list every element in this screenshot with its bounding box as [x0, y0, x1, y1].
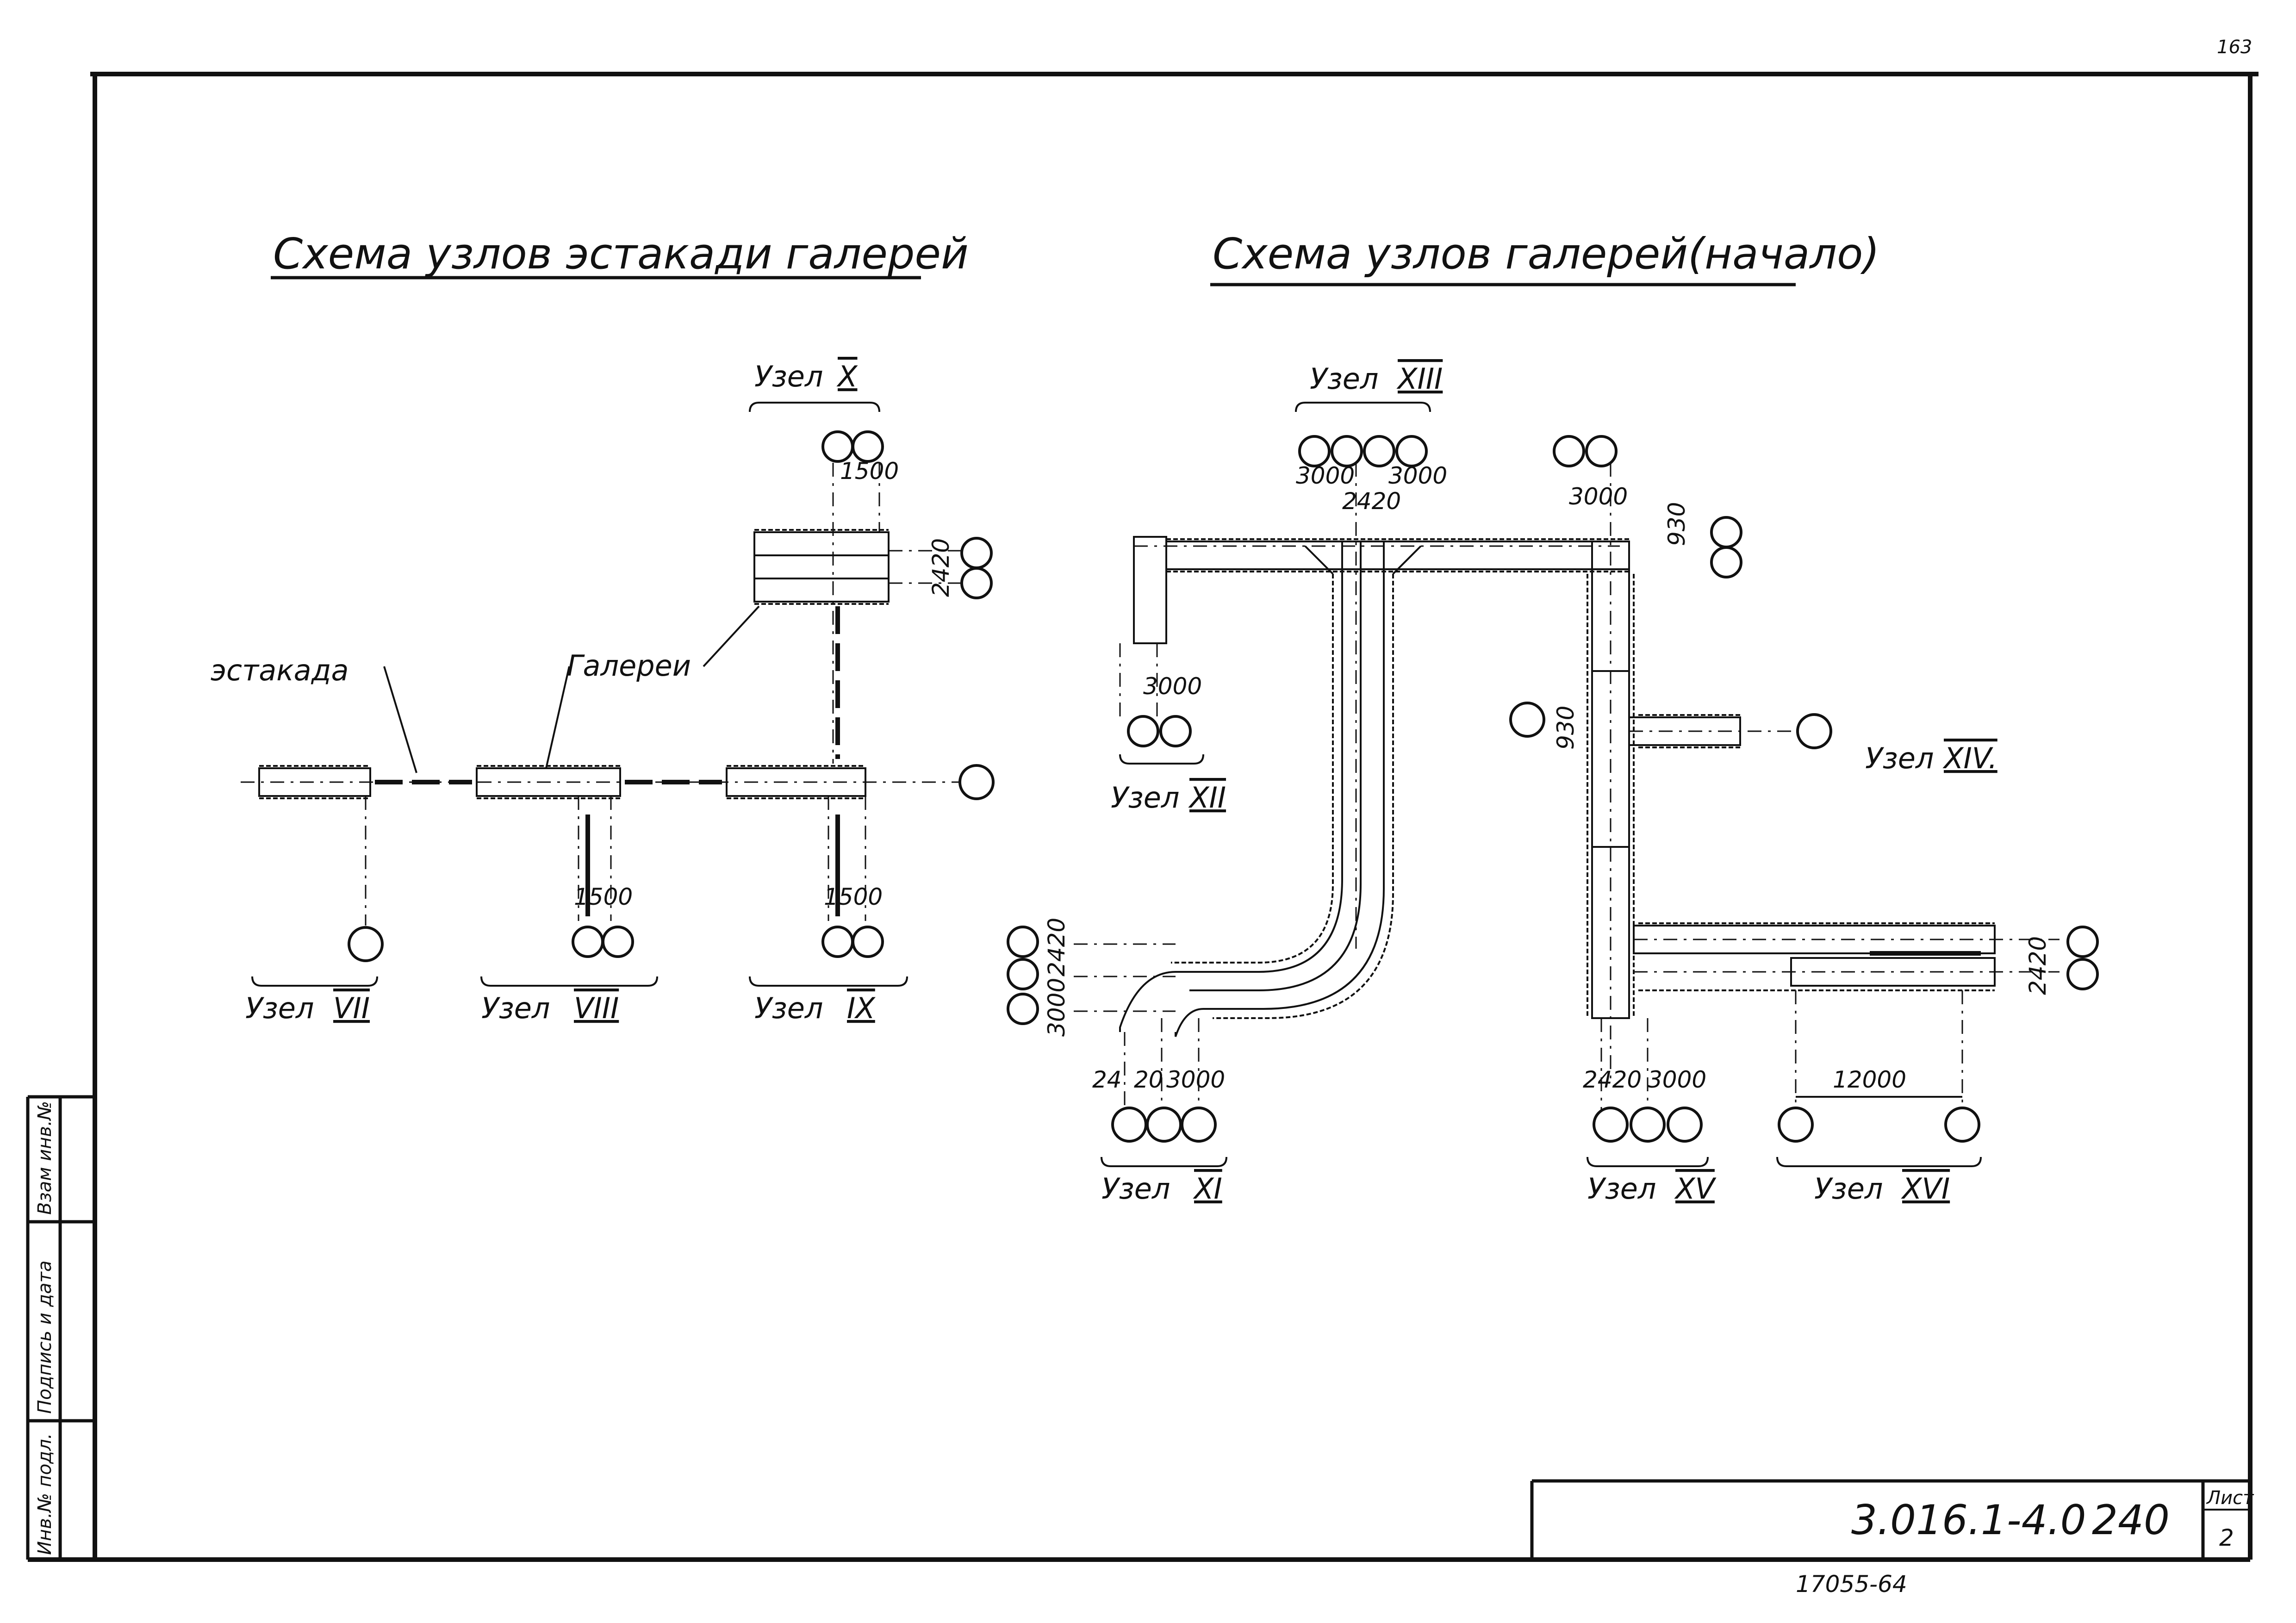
dim-xi-left-b: 3000	[1043, 978, 1070, 1037]
sheet-frame	[28, 72, 2259, 1562]
corner-number: 163	[2217, 37, 2252, 58]
node-xvi-label: Узел	[1814, 1172, 1883, 1206]
document-code: 3.016.1-4.0	[1851, 1496, 2086, 1544]
bottom-inventory-number: 17055-64	[1796, 1571, 1907, 1598]
dim-xi-c: 3000	[1166, 1066, 1225, 1093]
stamp-replaces-inv: Взам инв.№	[34, 1101, 56, 1215]
right-top-gallery	[1133, 536, 1630, 644]
node-xiv-num: XIV.	[1942, 741, 1997, 775]
node-x-label: Узел	[754, 360, 823, 393]
sheet-label: Лист	[2206, 1487, 2254, 1509]
node-ix-label: Узел	[754, 991, 823, 1025]
right-diagram-title: Схема узлов галерей(начало)	[1213, 229, 1879, 279]
node-xv-label: Узел	[1587, 1172, 1656, 1206]
dim-xv-a: 2420	[1583, 1066, 1642, 1093]
sheet-number: 2	[2219, 1524, 2234, 1551]
node-xi-label: Узел	[1101, 1172, 1170, 1206]
dim-ix: 1500	[824, 883, 883, 910]
dim-xiii-a: 3000	[1296, 462, 1355, 489]
node-xiii-label: Узел	[1310, 362, 1379, 396]
node-viii-num: VIII	[574, 991, 619, 1025]
right-central-bend	[1119, 463, 1422, 1037]
node-xvi-num: XVI	[1901, 1172, 1950, 1206]
dim-mid-930: 930	[1552, 706, 1579, 750]
left-node-bubbles	[348, 430, 995, 962]
dim-xvi-span: 12000	[1833, 1066, 1906, 1093]
label-estakada: эстакада	[211, 653, 349, 687]
node-ix-num: IX	[847, 991, 876, 1025]
document-code-suffix: 240	[2092, 1496, 2170, 1544]
dim-xi-b: 20	[1134, 1066, 1164, 1093]
node-xiv-label: Узел	[1865, 741, 1934, 775]
stamp-inv-original: Инв.№ подл.	[34, 1433, 56, 1555]
left-diagram: Схема узлов эстакади галерей эстакада	[211, 229, 995, 1025]
dim-x-side: 2420	[927, 538, 954, 597]
left-stamp: Взам инв.№ Подпись и дата Инв.№ подл.	[26, 1095, 95, 1560]
dim-xi-a: 24	[1092, 1066, 1122, 1093]
dim-xiii-b: 3000	[1388, 462, 1447, 489]
dim-top-right-side: 930	[1663, 502, 1690, 546]
node-viii-label: Узел	[481, 991, 550, 1025]
node-xv-num: XV	[1674, 1172, 1717, 1206]
dim-x-top: 1500	[840, 458, 899, 485]
left-diagram-title: Схема узлов эстакади галерей	[273, 229, 969, 279]
right-vertical-gallery	[1587, 463, 2060, 1078]
right-diagram: Схема узлов галерей(начало)	[1007, 229, 2099, 1206]
right-node-bubbles	[1007, 435, 2099, 1143]
node-vii-label: Узел	[245, 991, 314, 1025]
dim-xii: 3000	[1143, 673, 1202, 700]
dim-xi-left-a: 2420	[1043, 918, 1070, 976]
left-gallery-segments	[258, 765, 866, 799]
stamp-signature-date: Подпись и дата	[34, 1261, 56, 1414]
dim-top-right: 3000	[1569, 483, 1628, 510]
dim-xvi-side: 2420	[2024, 936, 2051, 995]
node-xii-num: XII	[1188, 781, 1226, 815]
node-xi-num: XI	[1193, 1172, 1222, 1206]
label-galerei: Галереи	[567, 649, 691, 683]
dim-xiii-c: 2420	[1342, 488, 1401, 515]
node-vii-num: VII	[333, 991, 370, 1025]
dim-xv-b: 3000	[1648, 1066, 1706, 1093]
node-xii-label: Узел	[1111, 781, 1180, 815]
title-block: Лист 2 3.016.1-4.0 240	[1530, 1479, 2254, 1560]
node-x-num: X	[836, 360, 858, 393]
node-xiii-num: XIII	[1396, 362, 1443, 396]
dim-viii: 1500	[574, 883, 633, 910]
